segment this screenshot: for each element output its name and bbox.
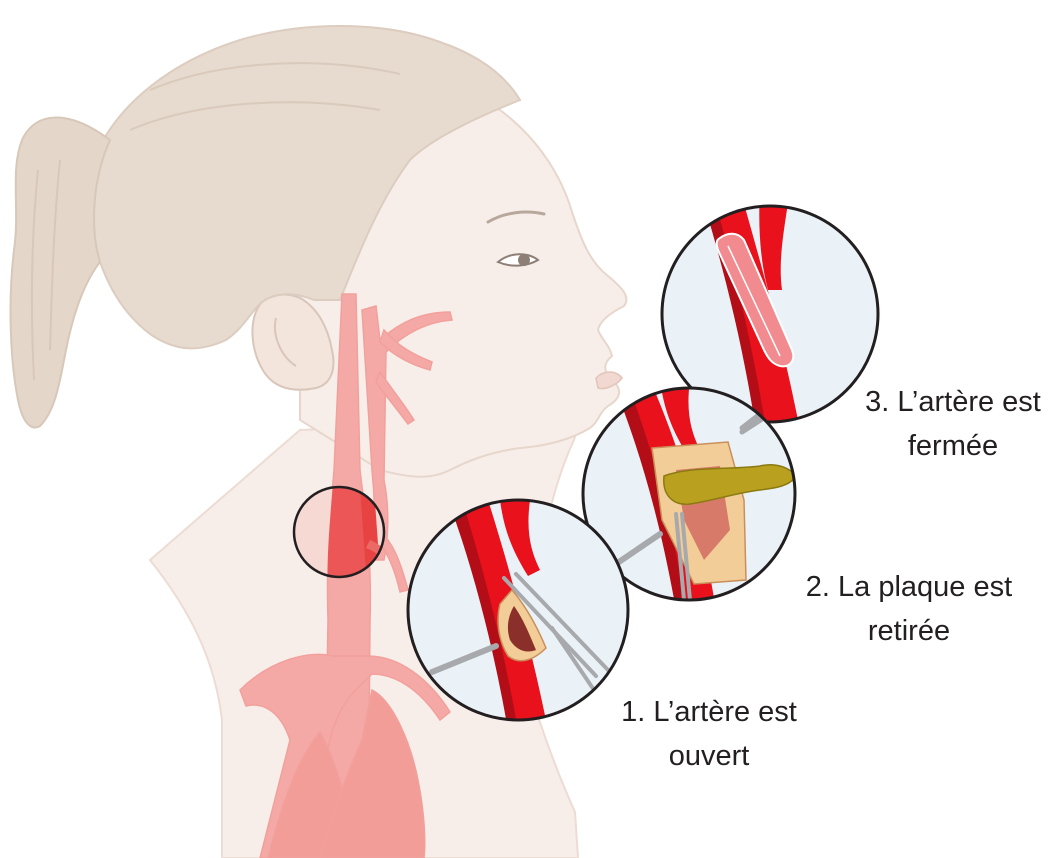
step-1-label-line1: 1. L’artère est	[596, 690, 822, 734]
step-3-label-line1: 3. L’artère est	[848, 380, 1058, 424]
step-1-label-line2: ouvert	[596, 734, 822, 778]
step-2-label-line1: 2. La plaque est	[784, 565, 1034, 609]
step-3-label: 3. L’artère est fermée	[848, 380, 1058, 468]
eye-iris	[518, 254, 530, 266]
step-2-label: 2. La plaque est retirée	[784, 565, 1034, 653]
step-3-label-line2: fermée	[848, 424, 1058, 468]
step-1-label: 1. L’artère est ouvert	[596, 690, 822, 778]
step-2-label-line2: retirée	[784, 609, 1034, 653]
